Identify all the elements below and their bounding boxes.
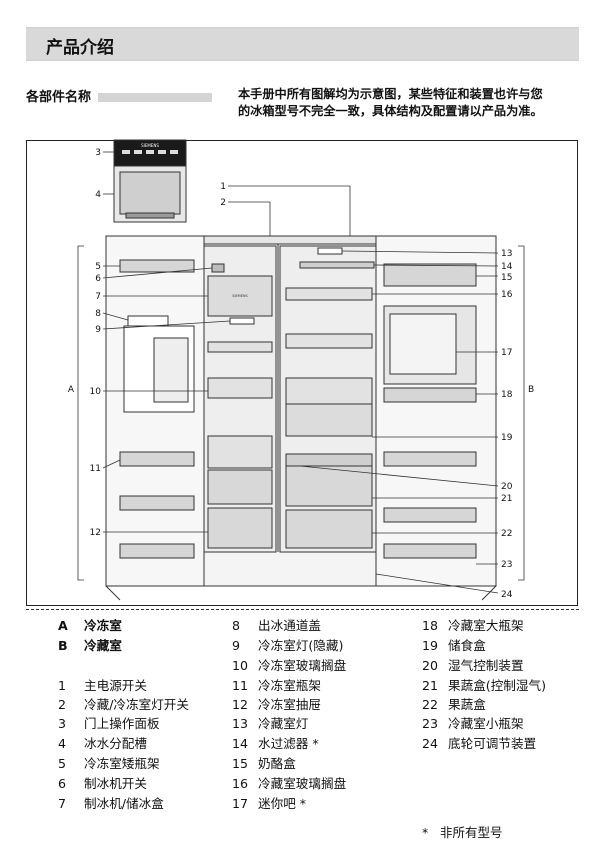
callout-10: 10 <box>90 387 102 397</box>
refrigerator-diagram: SIEMENS SIEMENS <box>68 139 534 601</box>
callout-7: 7 <box>95 292 101 302</box>
ice-chute-cover <box>127 315 169 327</box>
group-a-label: A <box>68 385 75 395</box>
fridge-glass-shelf <box>285 333 373 349</box>
callout-1: 1 <box>220 182 226 192</box>
freezer-drawer <box>207 469 273 505</box>
callout-14: 14 <box>501 262 513 272</box>
callout-24: 24 <box>501 590 513 600</box>
small-bottle-rack <box>383 543 477 559</box>
cheese-box <box>383 263 477 287</box>
group-b-label: B <box>528 385 534 395</box>
crisper <box>285 509 373 549</box>
freezer-glass-shelf <box>207 341 273 353</box>
callout-13: 13 <box>501 249 512 259</box>
freezer-door-shelf <box>119 543 195 559</box>
header-bar: 产品介绍 <box>26 27 579 61</box>
callout-19: 19 <box>501 433 513 443</box>
freezer-door-shelf <box>119 451 195 467</box>
section-title: 各部件名称 <box>26 90 92 105</box>
intro-line: 本手册中所有图解均为示意图，某些特征和装置也许与您 <box>238 87 543 101</box>
freezer-door-shelf-short <box>119 259 195 273</box>
ice-maker-brand: SIEMENS <box>232 294 248 298</box>
intro-line: 的冰箱型号不完全一致，具体结构及配置请以产品为准。 <box>238 104 543 118</box>
callout-3: 3 <box>95 148 101 158</box>
freezer-drawer <box>207 507 273 549</box>
food-storage-box <box>285 403 373 437</box>
callout-11: 11 <box>90 464 101 474</box>
callout-9: 9 <box>95 325 101 335</box>
freezer-glass-shelf <box>207 377 273 399</box>
fridge-door <box>375 235 497 587</box>
callout-6: 6 <box>95 274 101 284</box>
ice-maker-switch <box>211 263 225 273</box>
freezer-light <box>229 317 255 325</box>
fridge-light <box>317 247 343 255</box>
callout-17: 17 <box>501 348 512 358</box>
callout-20: 20 <box>501 482 513 492</box>
callout-22: 22 <box>501 529 512 539</box>
callout-5: 5 <box>95 262 101 272</box>
fridge-door-shelf <box>383 507 477 523</box>
callout-18: 18 <box>501 390 513 400</box>
callout-8: 8 <box>95 309 101 319</box>
fridge-glass-shelf <box>285 377 373 405</box>
callout-21: 21 <box>501 494 512 504</box>
legend-divider <box>26 609 579 610</box>
bracket-a <box>77 245 84 581</box>
section-rule <box>98 93 212 102</box>
freezer-door-shelf <box>119 495 195 511</box>
callout-4: 4 <box>95 190 101 200</box>
intro-text: 本手册中所有图解均为示意图，某些特征和装置也许与您 的冰箱型号不完全一致，具体结… <box>238 86 584 120</box>
panel-brand-label: SIEMENS <box>141 143 159 148</box>
fridge-door-shelf <box>383 451 477 467</box>
crisper-humidity <box>285 465 373 507</box>
large-bottle-rack <box>383 387 477 403</box>
diagram-frame <box>26 140 578 606</box>
ice-maker <box>207 275 273 317</box>
callout-2: 2 <box>220 198 226 208</box>
callout-16: 16 <box>501 290 513 300</box>
fridge-glass-shelf <box>285 287 373 301</box>
water-filter <box>299 261 375 269</box>
page-title: 产品介绍 <box>46 38 114 58</box>
footnote: *非所有型号 <box>422 825 503 840</box>
bracket-b <box>518 245 525 581</box>
humidity-control <box>285 453 373 467</box>
callout-23: 23 <box>501 560 512 570</box>
freezer-glass-shelf <box>207 435 273 469</box>
callout-12: 12 <box>90 528 101 538</box>
callout-15: 15 <box>501 273 512 283</box>
